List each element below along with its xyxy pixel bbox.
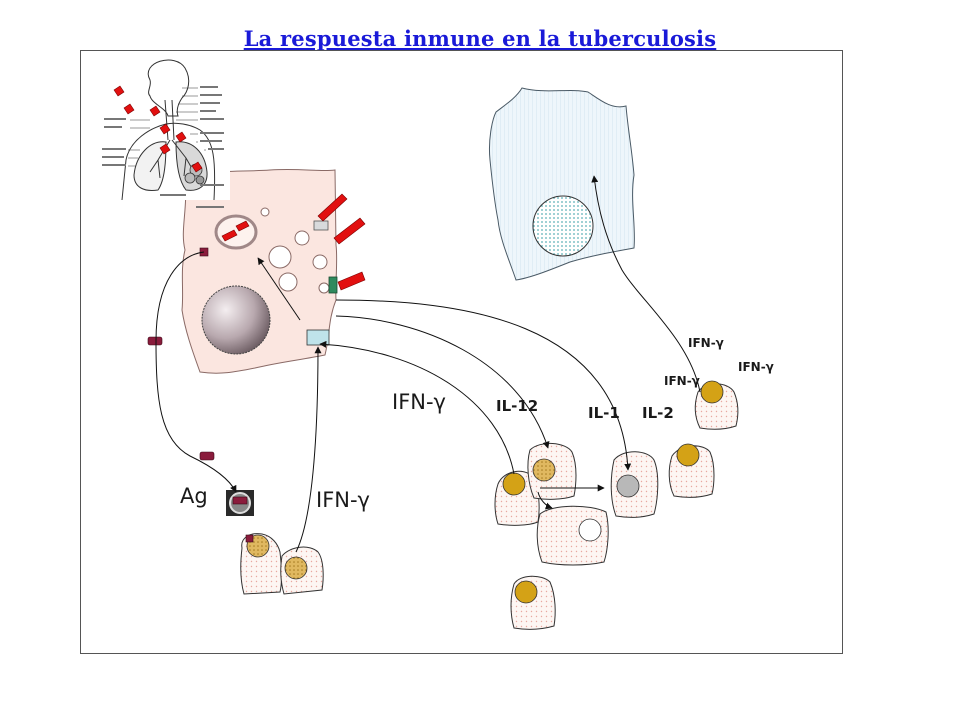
antigen-label: Ag [180, 484, 208, 508]
mycobacterium-bacillus [113, 85, 366, 291]
ifn-receptor-icon [306, 329, 330, 346]
il2-label: IL-2 [642, 404, 674, 422]
receptor-icon [313, 220, 329, 231]
antigen-complex-icon [226, 490, 254, 516]
il12-label: IL-12 [496, 397, 539, 415]
diagram-frame [80, 50, 843, 654]
infected-epithelial-cell [489, 87, 635, 281]
ifn-gamma-label-small-3: IFN-γ [664, 374, 700, 388]
mhc-receptors [147, 336, 254, 543]
ifn-gamma-label-small-2: IFN-γ [738, 360, 774, 374]
receptor-icon [328, 276, 338, 294]
ifn-gamma-label-upper: IFN-γ [392, 390, 446, 414]
page-title: La respuesta inmune en la tuberculosis [243, 26, 717, 51]
ifn-gamma-label-lower: IFN-γ [316, 488, 370, 512]
t-lymphocyte-group [240, 380, 739, 630]
il1-label: IL-1 [588, 404, 620, 422]
signaling-arrows [155, 175, 701, 553]
ifn-gamma-label-small-1: IFN-γ [688, 336, 724, 350]
